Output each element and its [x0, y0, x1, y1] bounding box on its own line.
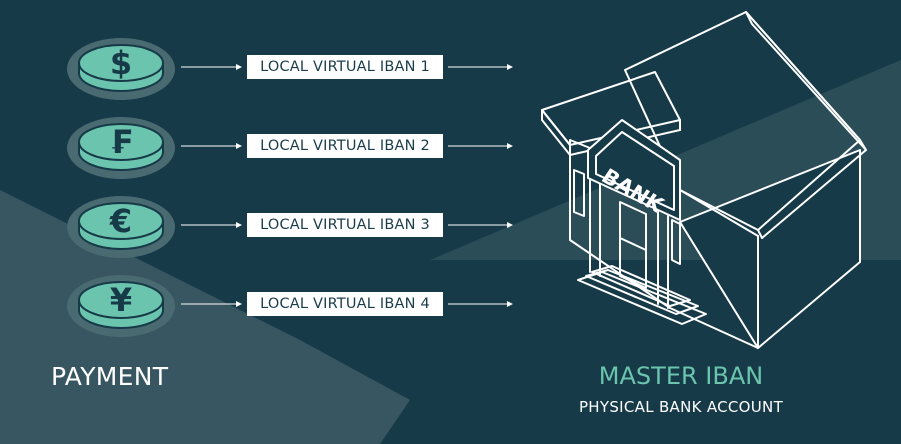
master-iban-label: MASTER IBAN	[598, 362, 764, 390]
arrow-iban-3-to-bank	[448, 222, 513, 228]
coin-dollar: $	[67, 38, 175, 100]
yen-icon: ¥	[110, 281, 132, 319]
arrow-coin-to-iban-1	[181, 64, 242, 70]
iban-box-1: LOCAL VIRTUAL IBAN 1	[247, 55, 443, 79]
payment-label: PAYMENT	[51, 362, 169, 391]
coin-franc: ₣	[67, 117, 175, 179]
euro-icon: €	[109, 202, 132, 240]
iban-label: LOCAL VIRTUAL IBAN 2	[260, 138, 430, 154]
arrow-iban-1-to-bank	[448, 64, 513, 70]
iban-box-3: LOCAL VIRTUAL IBAN 3	[247, 213, 443, 237]
iban-label: LOCAL VIRTUAL IBAN 1	[260, 59, 430, 75]
arrow-coin-to-iban-2	[181, 143, 242, 149]
iban-label: LOCAL VIRTUAL IBAN 4	[260, 296, 430, 312]
arrow-coin-to-iban-4	[181, 301, 242, 307]
iban-box-2: LOCAL VIRTUAL IBAN 2	[247, 134, 443, 158]
bank-building-icon: BANK	[541, 11, 867, 349]
franc-icon: ₣	[110, 123, 132, 161]
dollar-icon: $	[110, 44, 132, 82]
iban-label: LOCAL VIRTUAL IBAN 3	[260, 217, 430, 233]
physical-bank-account-label: PHYSICAL BANK ACCOUNT	[578, 398, 784, 416]
iban-box-4: LOCAL VIRTUAL IBAN 4	[247, 292, 443, 316]
arrow-iban-4-to-bank	[448, 301, 513, 307]
arrow-iban-2-to-bank	[448, 143, 513, 149]
arrow-coin-to-iban-3	[181, 222, 242, 228]
coin-yen: ¥	[67, 275, 175, 337]
coin-euro: €	[67, 196, 175, 258]
